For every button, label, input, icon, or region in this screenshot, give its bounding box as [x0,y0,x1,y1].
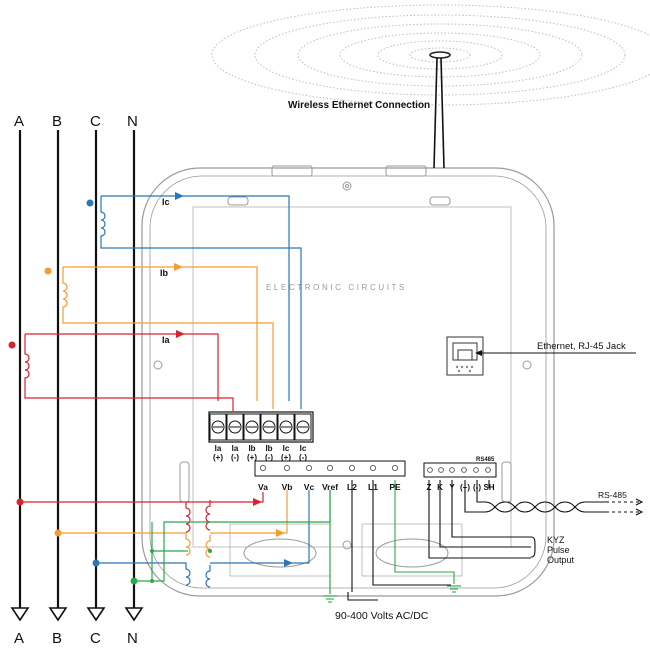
ethernet-label: Ethernet, RJ-45 Jack [537,341,626,352]
ground-icon-pe [447,585,461,593]
ct-terminal-1: Ia [215,444,222,453]
terminal-va: Va [258,482,268,492]
comm-terminal-block [423,462,497,478]
ct-label-ib: Ib [160,268,169,278]
vt-phase-a [16,492,264,533]
board-label: ELECTRONIC CIRCUITS [266,283,407,292]
voltage-terminal-block [254,460,406,477]
ct-terminal-4-pol: (-) [265,453,273,462]
ct-phase-a [8,330,234,411]
phase-label-top-b: B [52,113,62,130]
phase-label-bottom-b: B [52,630,62,647]
kyz-label: KYZ Pulse Output [547,535,575,565]
rj45-jack-icon [446,336,484,376]
kyz-label-line3: Output [547,555,575,565]
supply-wiring [351,480,451,592]
pe-wiring [394,480,455,584]
supply-label: 90-400 Volts AC/DC [335,610,429,622]
ct-phase-b [44,263,274,409]
rs485-line-label: RS-485 [598,490,627,500]
ct-label-ic: Ic [162,197,170,207]
rs485-wiring [464,480,640,513]
antenna-icon [433,57,445,169]
ct-terminal-block [208,411,314,443]
phase-label-top-a: A [14,113,24,130]
phase-label-top-c: C [90,113,101,130]
kyz-label-line1: KYZ [547,535,565,545]
vt-phase-c [92,490,310,588]
ct-terminal-6-pol: (-) [299,453,307,462]
phase-label-top-n: N [127,113,138,130]
vt-phase-b [54,490,288,558]
phase-label-bottom-a: A [14,630,24,647]
ct-phase-c [86,192,302,409]
ethernet-pointer [475,350,636,356]
phase-label-bottom-c: C [90,630,101,647]
ground-icon-vref [323,595,337,603]
kyz-wiring [428,480,536,559]
terminal-vc: Vc [304,482,315,492]
terminal-vref: Vref [322,482,338,492]
wireless-signal-icon [211,4,650,106]
ct-terminal-4: Ib [265,444,272,453]
ct-terminal-5: Ic [283,444,290,453]
rs485-header: RS485 [476,457,495,463]
ct-terminal-1-pol: (+) [213,453,223,462]
ct-terminal-2-pol: (-) [231,453,239,462]
vt-neutral [130,490,331,594]
ct-terminal-2: Ia [232,444,239,453]
terminal-vb: Vb [282,482,293,492]
ct-terminal-labels: Ia (+) Ia (-) Ib (+) Ib (-) Ic (+) Ic (-… [213,444,307,462]
ct-terminal-3-pol: (+) [247,453,257,462]
meter-housing [141,165,555,597]
ct-label-ia: Ia [162,335,171,345]
ct-terminal-5-pol: (+) [281,453,291,462]
phase-lines [18,130,136,608]
phase-label-bottom-n: N [127,630,138,647]
rs485-arrows [635,498,644,516]
ct-terminal-6: Ic [300,444,307,453]
wireless-label: Wireless Ethernet Connection [288,100,430,111]
comm-terminal-labels: Z K Y (+) (-) SH [427,483,495,492]
kyz-label-line2: Pulse [547,545,570,555]
supply-bracket [347,592,378,601]
phase-arrows [10,607,144,622]
ct-terminal-3: Ib [248,444,255,453]
